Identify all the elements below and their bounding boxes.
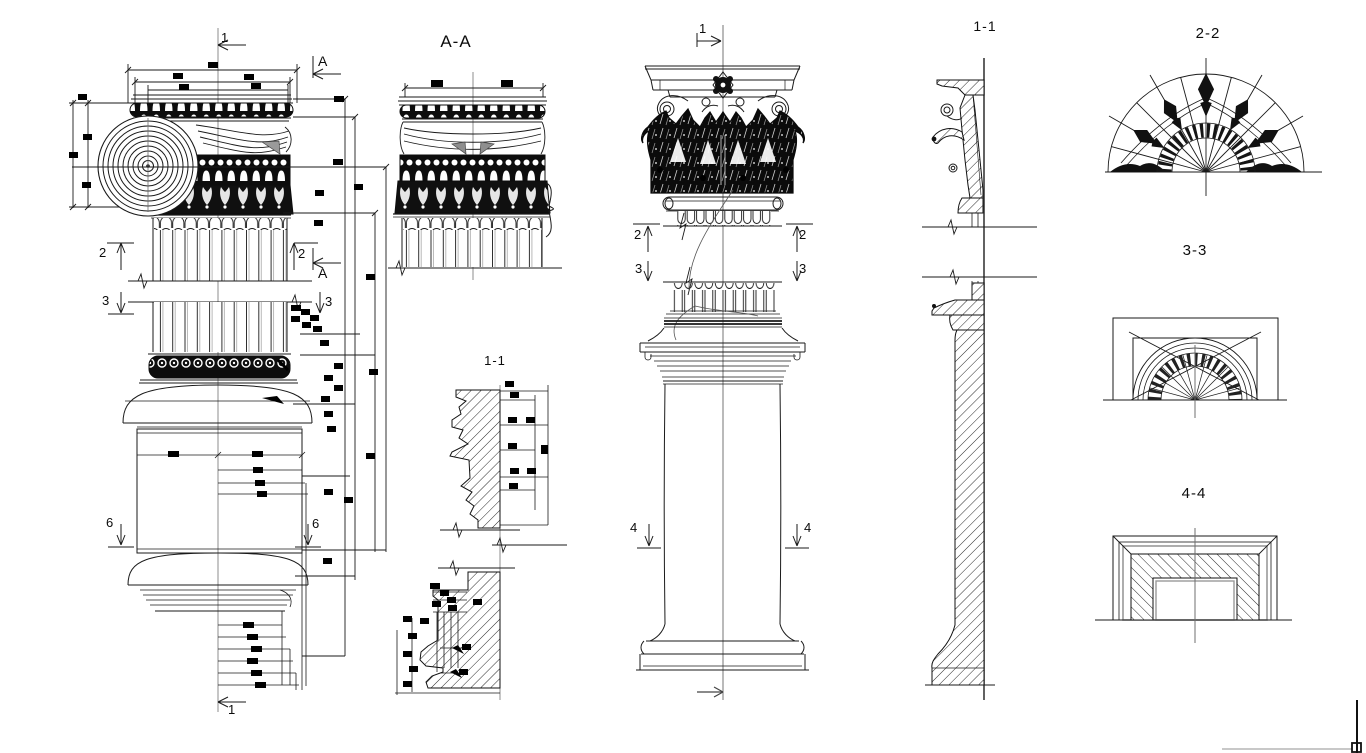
ionic-capital — [129, 94, 294, 219]
corinthian-column-elevation — [633, 25, 813, 700]
corinthian-marker-4-right-label: 4 — [804, 520, 812, 535]
ionic-base-torus — [122, 384, 313, 428]
corinthian-shaft — [649, 383, 796, 642]
ionic-pedestal — [136, 396, 308, 554]
corinthian-marker-2-right — [786, 223, 813, 252]
corinthian-marker-2-left-label: 2 — [634, 227, 642, 242]
corinthian-marker-2-left — [633, 223, 660, 252]
ionic-marker-a-mid-arrow — [312, 248, 341, 270]
detail-upper-dims — [500, 385, 549, 526]
aa-dimension-line — [401, 83, 547, 97]
ionic-marker-3-right — [315, 292, 325, 314]
corinthian-marker-1-arrow — [696, 33, 722, 47]
corinthian-marker-3-left-label: 3 — [635, 261, 643, 276]
sheet-frame-corner — [1222, 700, 1362, 753]
ionic-marker-2-right — [289, 242, 318, 270]
ionic-top-dimensions — [124, 64, 301, 103]
corinthian-flute-band-1 — [663, 210, 782, 241]
ionic-marker-6-left — [108, 524, 134, 548]
ionic-marker-3-left — [108, 292, 134, 315]
detail-1-1-view — [395, 385, 567, 700]
aa-break-line — [388, 259, 562, 277]
ionic-marker-6-right-label: 6 — [312, 516, 320, 531]
corinthian-marker-3-right — [792, 261, 802, 282]
corinthian-acanthus — [641, 107, 805, 194]
ionic-bottom-dimension-ladder — [218, 483, 307, 690]
direction-arrow — [697, 686, 724, 698]
ionic-volute — [97, 115, 199, 217]
section-1-1-view — [922, 58, 1037, 700]
detail-1-1-title: 1-1 — [484, 353, 506, 368]
ionic-fluted-shaft — [128, 218, 312, 384]
detail-lower-dims — [395, 591, 500, 695]
section-2-2-leaves — [1110, 73, 1302, 172]
corinthian-marker-4-right — [785, 524, 809, 549]
detail-upper-profile — [449, 389, 501, 529]
dimension-value-boxes — [69, 62, 548, 688]
section-4-4-title: 4-4 — [1181, 485, 1207, 502]
section-aa-view — [388, 72, 562, 280]
ionic-marker-1-bottom: 1 — [228, 702, 236, 717]
ionic-marker-6-right — [295, 524, 321, 548]
section-3-3-title: 3-3 — [1182, 242, 1208, 259]
ionic-right-dimensions — [72, 95, 390, 657]
ionic-marker-1-top: 1 — [221, 30, 229, 45]
ionic-column-elevation — [69, 28, 390, 712]
detail-break-lines — [438, 521, 567, 577]
ionic-marker-6-left-label: 6 — [106, 515, 114, 530]
corinthian-marker-3-left — [643, 261, 653, 282]
section-3-3-view — [1103, 317, 1287, 418]
ionic-marker-2-right-label: 2 — [298, 246, 306, 261]
corinthian-rosette — [712, 71, 734, 99]
ionic-marker-2-left — [107, 242, 134, 270]
corinthian-marker-1-top: 1 — [699, 21, 707, 36]
corinthian-neck — [647, 317, 799, 342]
ionic-marker-a-top: A — [318, 53, 328, 69]
section-2-2-title: 2-2 — [1195, 25, 1221, 42]
ionic-marker-3-right-label: 3 — [325, 294, 333, 309]
section-4-4-view — [1095, 528, 1292, 643]
ionic-marker-a-mid: A — [318, 265, 328, 281]
section-1-1-breaks — [922, 218, 1037, 286]
ionic-marker-2-left-label: 2 — [99, 245, 107, 260]
section-2-2-view — [1105, 58, 1322, 196]
ionic-marker-a-top-arrow — [312, 56, 341, 80]
aa-brace — [545, 182, 554, 238]
corinthian-echinus — [662, 196, 784, 211]
corinthian-pedestal-cap — [639, 342, 806, 385]
ionic-marker-3-left-label: 3 — [102, 293, 110, 308]
section-1-1-title: 1-1 — [973, 18, 997, 34]
section-aa-title: A-A — [440, 32, 472, 51]
corinthian-marker-4-left-label: 4 — [630, 520, 638, 535]
corinthian-marker-2-right-label: 2 — [799, 227, 807, 242]
corinthian-marker-4-left — [637, 524, 661, 549]
ionic-marker-1-top-arrow — [217, 39, 246, 51]
ionic-marker-1-bottom-arrow — [217, 696, 246, 708]
corinthian-marker-3-right-label: 3 — [799, 261, 807, 276]
corinthian-base — [636, 640, 809, 671]
